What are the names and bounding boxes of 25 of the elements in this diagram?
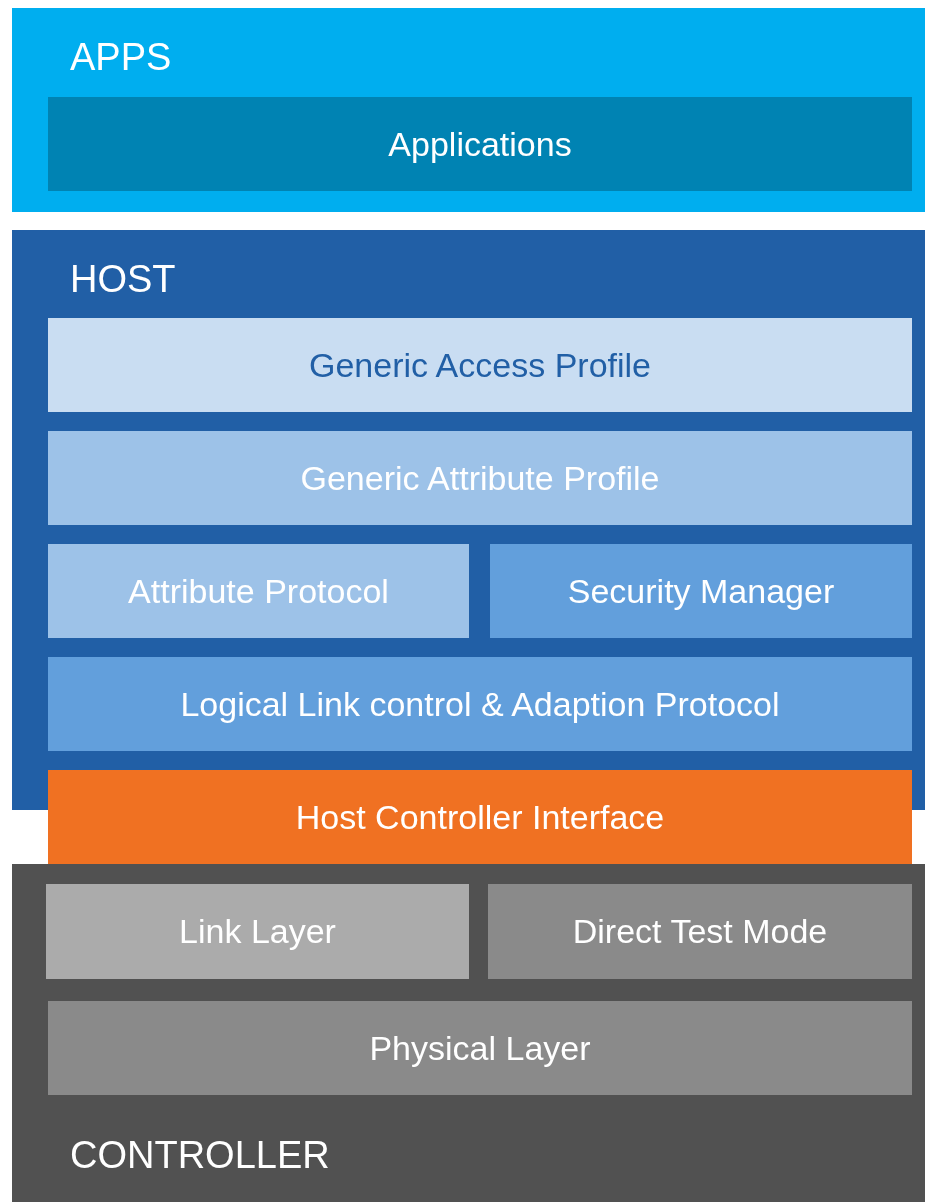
layer-title: HOST: [70, 258, 176, 301]
layer-label: Generic Attribute Profile: [300, 458, 660, 498]
layer-box: [48, 97, 912, 191]
layer-title: CONTROLLER: [70, 1134, 330, 1177]
layer-box: [48, 770, 912, 864]
layer-label: Attribute Protocol: [128, 571, 389, 611]
layer-label: Direct Test Mode: [572, 912, 828, 951]
layer-box: [490, 544, 912, 638]
layer-label: Host Controller Interface: [295, 797, 665, 837]
layer-band: [12, 8, 925, 212]
layer-box: [488, 884, 912, 979]
layer-label: Security Manager: [567, 571, 835, 611]
layer-box: [48, 1001, 912, 1095]
layer-label: Logical Link control & Adaption Protocol: [180, 684, 780, 724]
layer-label: Generic Access Profile: [309, 345, 651, 385]
layer-box: [46, 884, 469, 979]
layer-box: [48, 657, 912, 751]
layer-label: Physical Layer: [369, 1028, 591, 1068]
layer-box: [48, 318, 912, 412]
layer-box: [48, 544, 469, 638]
layer-band: [12, 864, 925, 1202]
layer-label: Applications: [388, 124, 572, 164]
layer-title: APPS: [70, 36, 172, 79]
layer-box: [48, 431, 912, 525]
layer-label: Link Layer: [179, 912, 336, 951]
